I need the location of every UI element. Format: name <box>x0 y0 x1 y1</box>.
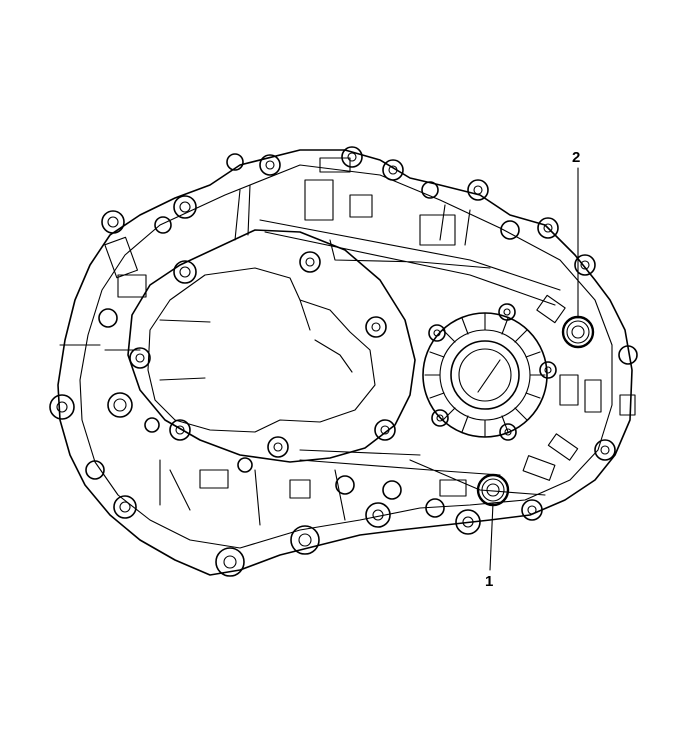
output-hub-bore <box>450 340 520 410</box>
output-hub-mid <box>439 329 531 421</box>
bolt-boss <box>431 409 449 427</box>
bolt-boss <box>455 509 481 535</box>
bolt-boss <box>537 217 559 239</box>
bolt-boss <box>267 436 289 458</box>
output-hub-inner <box>458 348 512 402</box>
bolt-boss <box>499 423 517 441</box>
bolt-boss <box>299 251 321 273</box>
bolt-boss <box>421 181 439 199</box>
bolt-boss <box>335 475 355 495</box>
case-ribs <box>59 184 561 526</box>
output-hub-outer <box>422 312 548 438</box>
bolt-boss <box>113 495 137 519</box>
bolt-boss <box>467 179 489 201</box>
bolt-boss <box>290 525 320 555</box>
bolt-boss <box>85 460 105 480</box>
bolt-boss <box>129 347 151 369</box>
bolt-boss <box>98 308 118 328</box>
callout-1-plug <box>476 473 510 507</box>
bolt-boss <box>374 419 396 441</box>
bolt-boss <box>594 439 616 461</box>
bolt-boss <box>215 547 245 577</box>
bolt-boss <box>237 457 253 473</box>
bolt-boss <box>107 392 133 418</box>
case-outer-outline <box>57 149 633 576</box>
inner-cavity-shape <box>147 267 376 433</box>
inner-cavity-detail <box>159 299 353 381</box>
callout-2-label: 2 <box>572 149 580 166</box>
bolt-boss <box>226 153 244 171</box>
bolt-boss <box>341 146 363 168</box>
bolt-boss <box>101 210 125 234</box>
bolt-boss <box>144 417 160 433</box>
bolt-boss <box>425 498 445 518</box>
hub-radial-fins <box>424 312 546 438</box>
callout-2-plug <box>561 315 595 349</box>
callout-1-label: 1 <box>485 573 493 590</box>
bolt-boss <box>49 394 75 420</box>
bolt-boss <box>365 502 391 528</box>
bolt-boss <box>382 159 404 181</box>
bolt-boss <box>173 195 197 219</box>
bolt-boss <box>365 316 387 338</box>
bolt-boss <box>498 303 516 321</box>
callout-1-leader <box>489 502 494 571</box>
output-hub-slot <box>477 359 501 393</box>
bolt-bosses <box>49 146 638 577</box>
bolt-boss <box>382 480 402 500</box>
bolt-boss <box>521 499 543 521</box>
bolt-boss <box>259 154 281 176</box>
bolt-boss <box>618 345 638 365</box>
bolt-boss <box>539 361 557 379</box>
bolt-boss <box>154 216 172 234</box>
right-side-bosses <box>104 157 636 499</box>
bolt-boss <box>173 260 197 284</box>
bolt-boss <box>428 324 446 342</box>
bolt-boss <box>169 419 191 441</box>
bolt-boss <box>574 254 596 276</box>
bolt-boss <box>500 220 520 240</box>
